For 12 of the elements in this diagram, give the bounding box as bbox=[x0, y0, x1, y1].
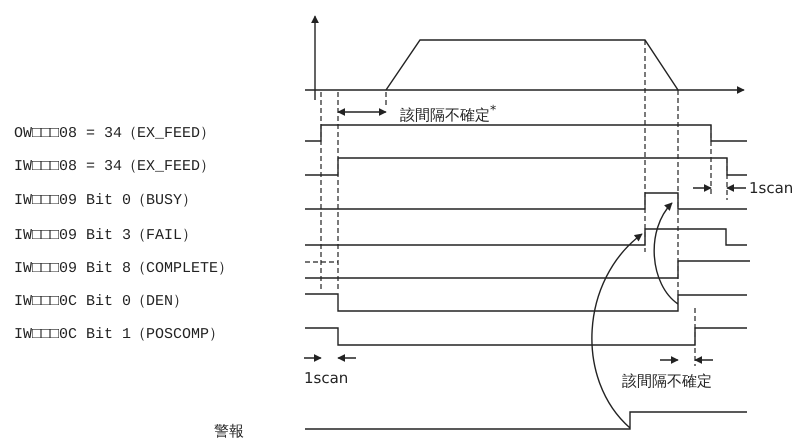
signal-label: IW□□□0C Bit 1（POSCOMP） bbox=[14, 327, 224, 342]
signal-label: IW□□□0C Bit 0（DEN） bbox=[14, 294, 188, 309]
annotation-text: 該間隔不確定$^{*}$ bbox=[400, 104, 496, 123]
annotation-text: 該間隔不確定 bbox=[622, 374, 712, 389]
dimension-text: 1scan bbox=[749, 181, 794, 196]
signal-label: IW□□□08 = 34（EX_FEED） bbox=[14, 159, 216, 174]
dimension-text: 1scan bbox=[304, 371, 348, 386]
signal-label: IW□□□09 Bit 3（FAIL） bbox=[14, 228, 198, 243]
signal-label: IW□□□09 Bit 0（BUSY） bbox=[14, 193, 198, 208]
signal-label: IW□□□09 Bit 8（COMPLETE） bbox=[14, 261, 234, 276]
signal-label: 警報 bbox=[214, 424, 244, 439]
signal-label: OW□□□08 = 34（EX_FEED） bbox=[14, 126, 216, 141]
